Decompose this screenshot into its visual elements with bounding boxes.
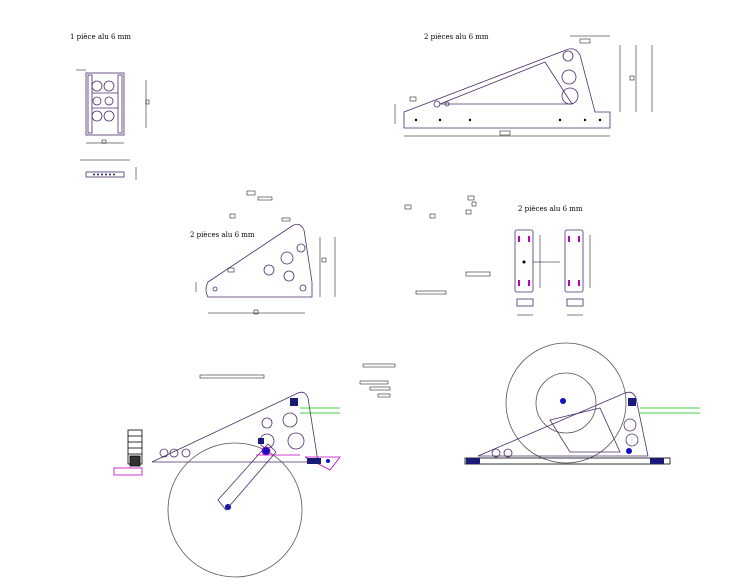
top-right-side-plate-view: [394, 35, 653, 137]
top-left-note: 1 pièce alu 6 mm: [70, 33, 131, 41]
middle-left-side-plate-view: [195, 190, 336, 315]
top-right-note: 2 pièces alu 6 mm: [424, 33, 489, 41]
center-dimension-blocks: [199, 195, 491, 398]
middle-right-note: 2 pièces alu 6 mm: [518, 205, 583, 213]
middle-right-link-plates: [514, 229, 591, 316]
top-left-plate-view: [76, 69, 150, 180]
bottom-left-assembly: [113, 391, 341, 578]
middle-left-note: 2 pièces alu 6 mm: [190, 231, 255, 239]
spring-shock: [127, 429, 143, 467]
bottom-right-assembly: [464, 342, 700, 465]
